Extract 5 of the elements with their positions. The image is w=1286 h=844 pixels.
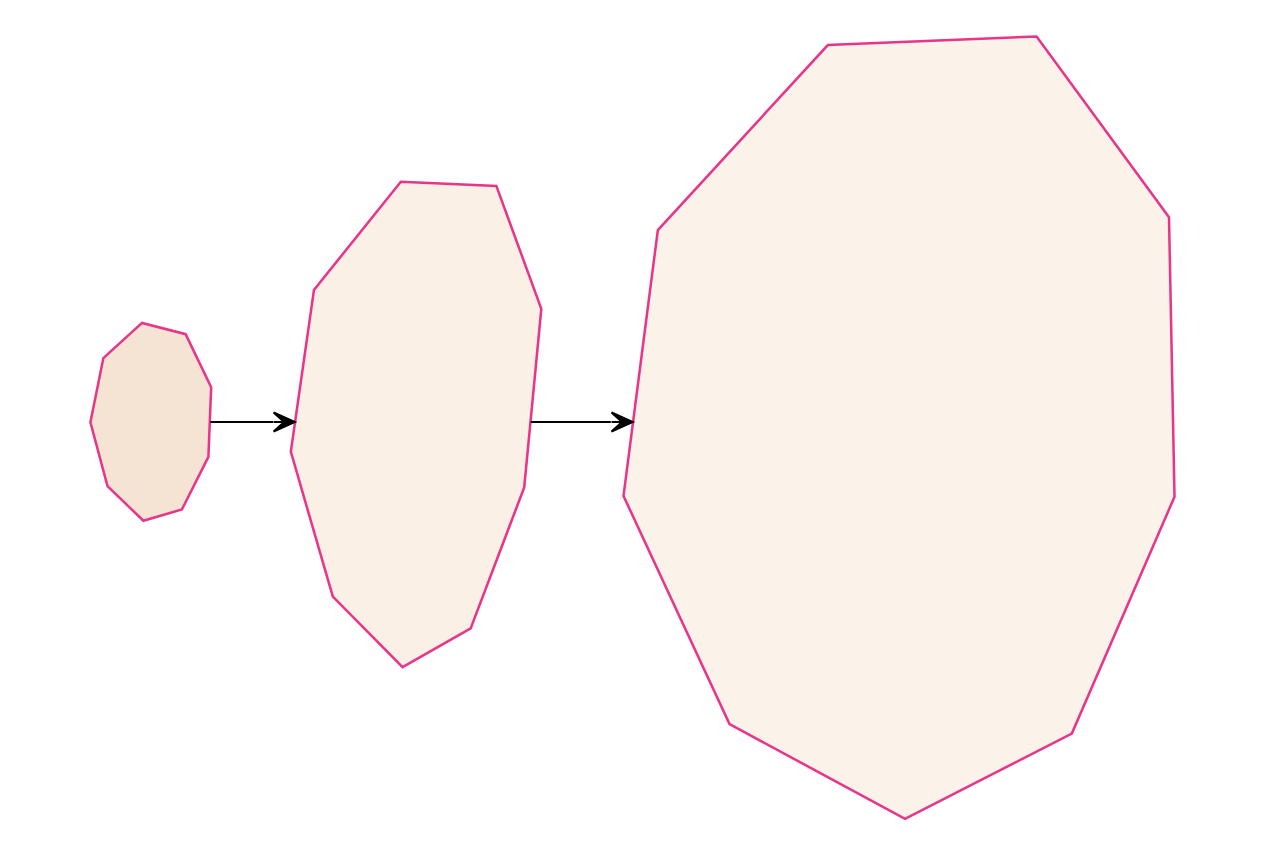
node-polygon	[88, 321, 212, 523]
node-polygon	[621, 35, 1175, 821]
node-polygon	[288, 180, 542, 669]
arrow	[529, 411, 633, 433]
arrow	[209, 411, 295, 433]
